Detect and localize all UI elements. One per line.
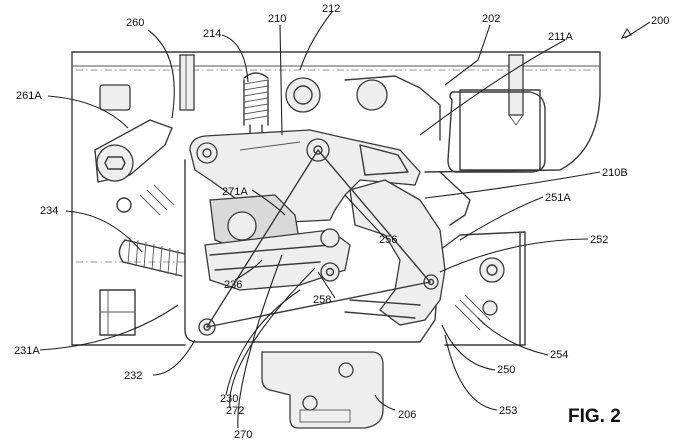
ref-210: 210: [268, 13, 286, 25]
ref-202: 202: [482, 13, 500, 25]
ratchet-270: [204, 194, 351, 291]
ref-258: 258: [313, 294, 331, 306]
ref-212: 212: [322, 3, 340, 15]
leader-lines: [39, 11, 651, 429]
ref-200: 200: [651, 15, 669, 27]
ref-236: 236: [224, 279, 242, 291]
ref-252: 252: [590, 234, 608, 246]
ref-234: 234: [40, 205, 58, 217]
figure-label: FIG. 2: [568, 406, 621, 427]
ref-206: 206: [398, 409, 416, 421]
ref-270: 270: [234, 429, 252, 441]
frame-230: [184, 159, 526, 346]
ref-231A: 231A: [14, 345, 40, 357]
ref-260: 260: [126, 17, 144, 29]
ref-230: 230: [220, 393, 238, 405]
spring-234: [118, 184, 186, 277]
reference-numerals: 200 202 206 210 210B 211A 212 214 230 23…: [14, 3, 669, 441]
ref-254: 254: [550, 349, 568, 361]
ref-232: 232: [124, 370, 142, 382]
lever-260: [94, 119, 173, 213]
housing-202: [71, 51, 601, 346]
ref-272: 272: [226, 405, 244, 417]
ref-210B: 210B: [602, 167, 628, 179]
catch-250: [344, 179, 446, 326]
ref-214: 214: [203, 28, 221, 40]
ref-250: 250: [497, 364, 515, 376]
pivot-232: [198, 149, 431, 336]
ref-251A: 251A: [545, 192, 571, 204]
ref-256: 256: [379, 234, 397, 246]
spring-214: [243, 72, 269, 141]
ref-253: 253: [499, 405, 517, 417]
bracket-206: [261, 351, 384, 429]
ref-261A: 261A: [16, 90, 42, 102]
ref-271A: 271A: [222, 186, 248, 198]
ref-211A: 211A: [548, 31, 574, 43]
